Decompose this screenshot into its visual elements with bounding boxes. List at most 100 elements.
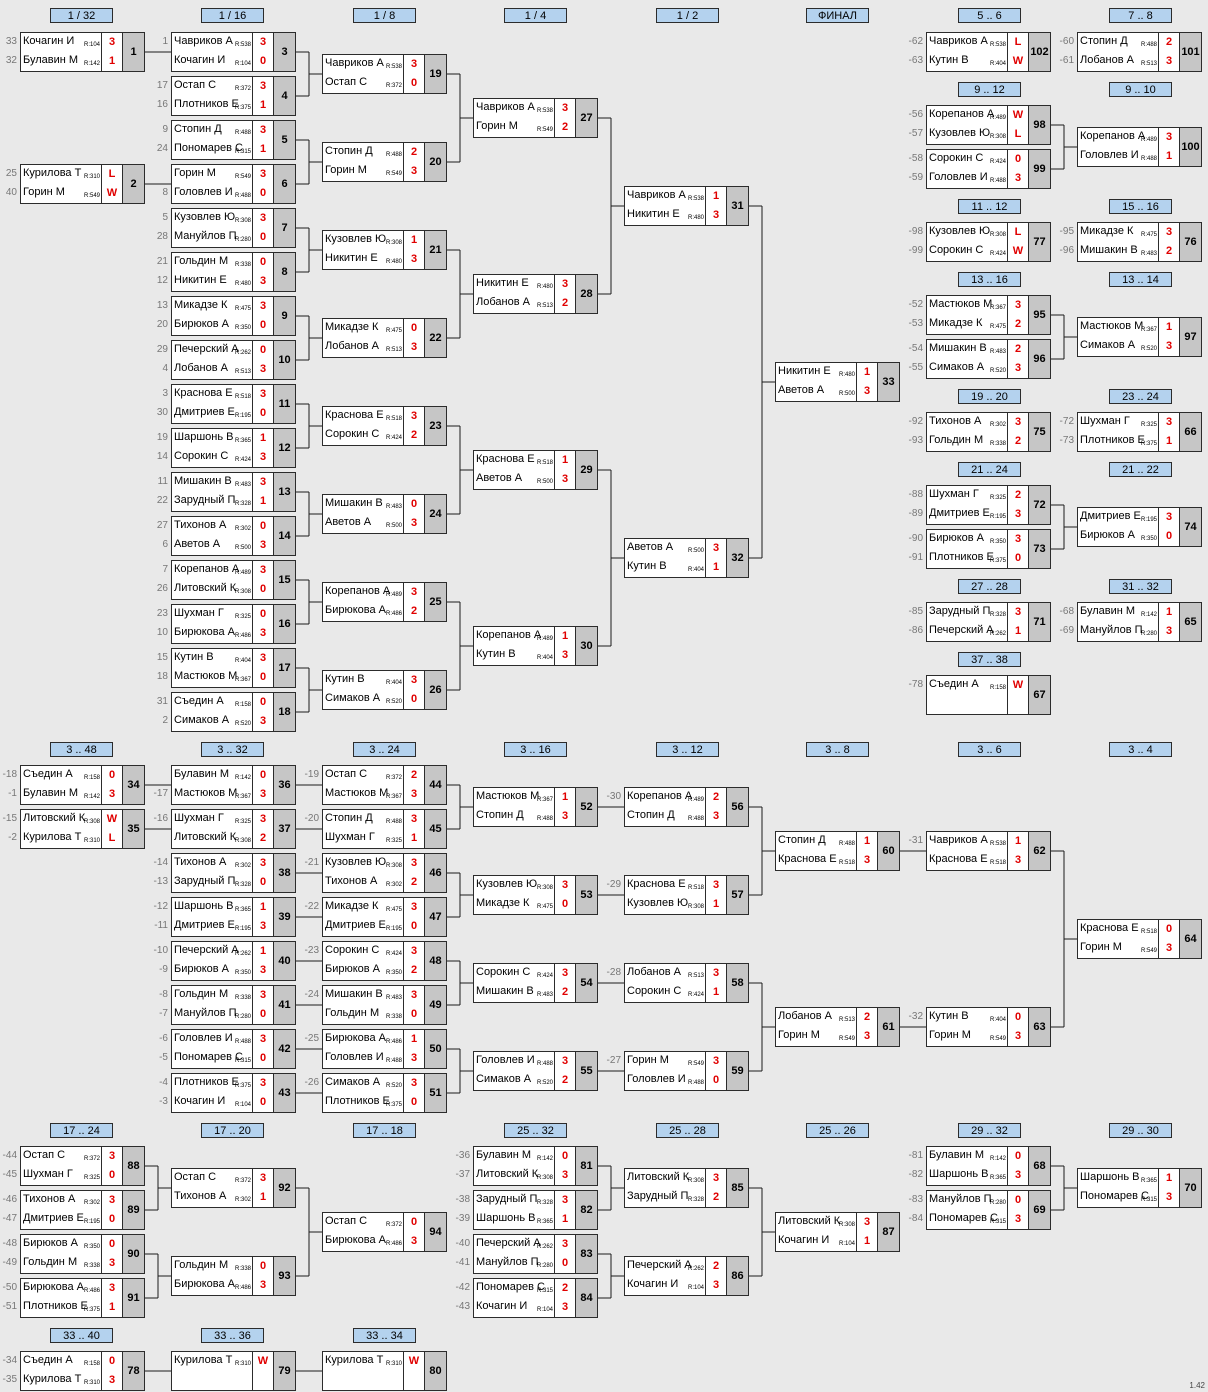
player-slot[interactable]	[927, 695, 1007, 714]
